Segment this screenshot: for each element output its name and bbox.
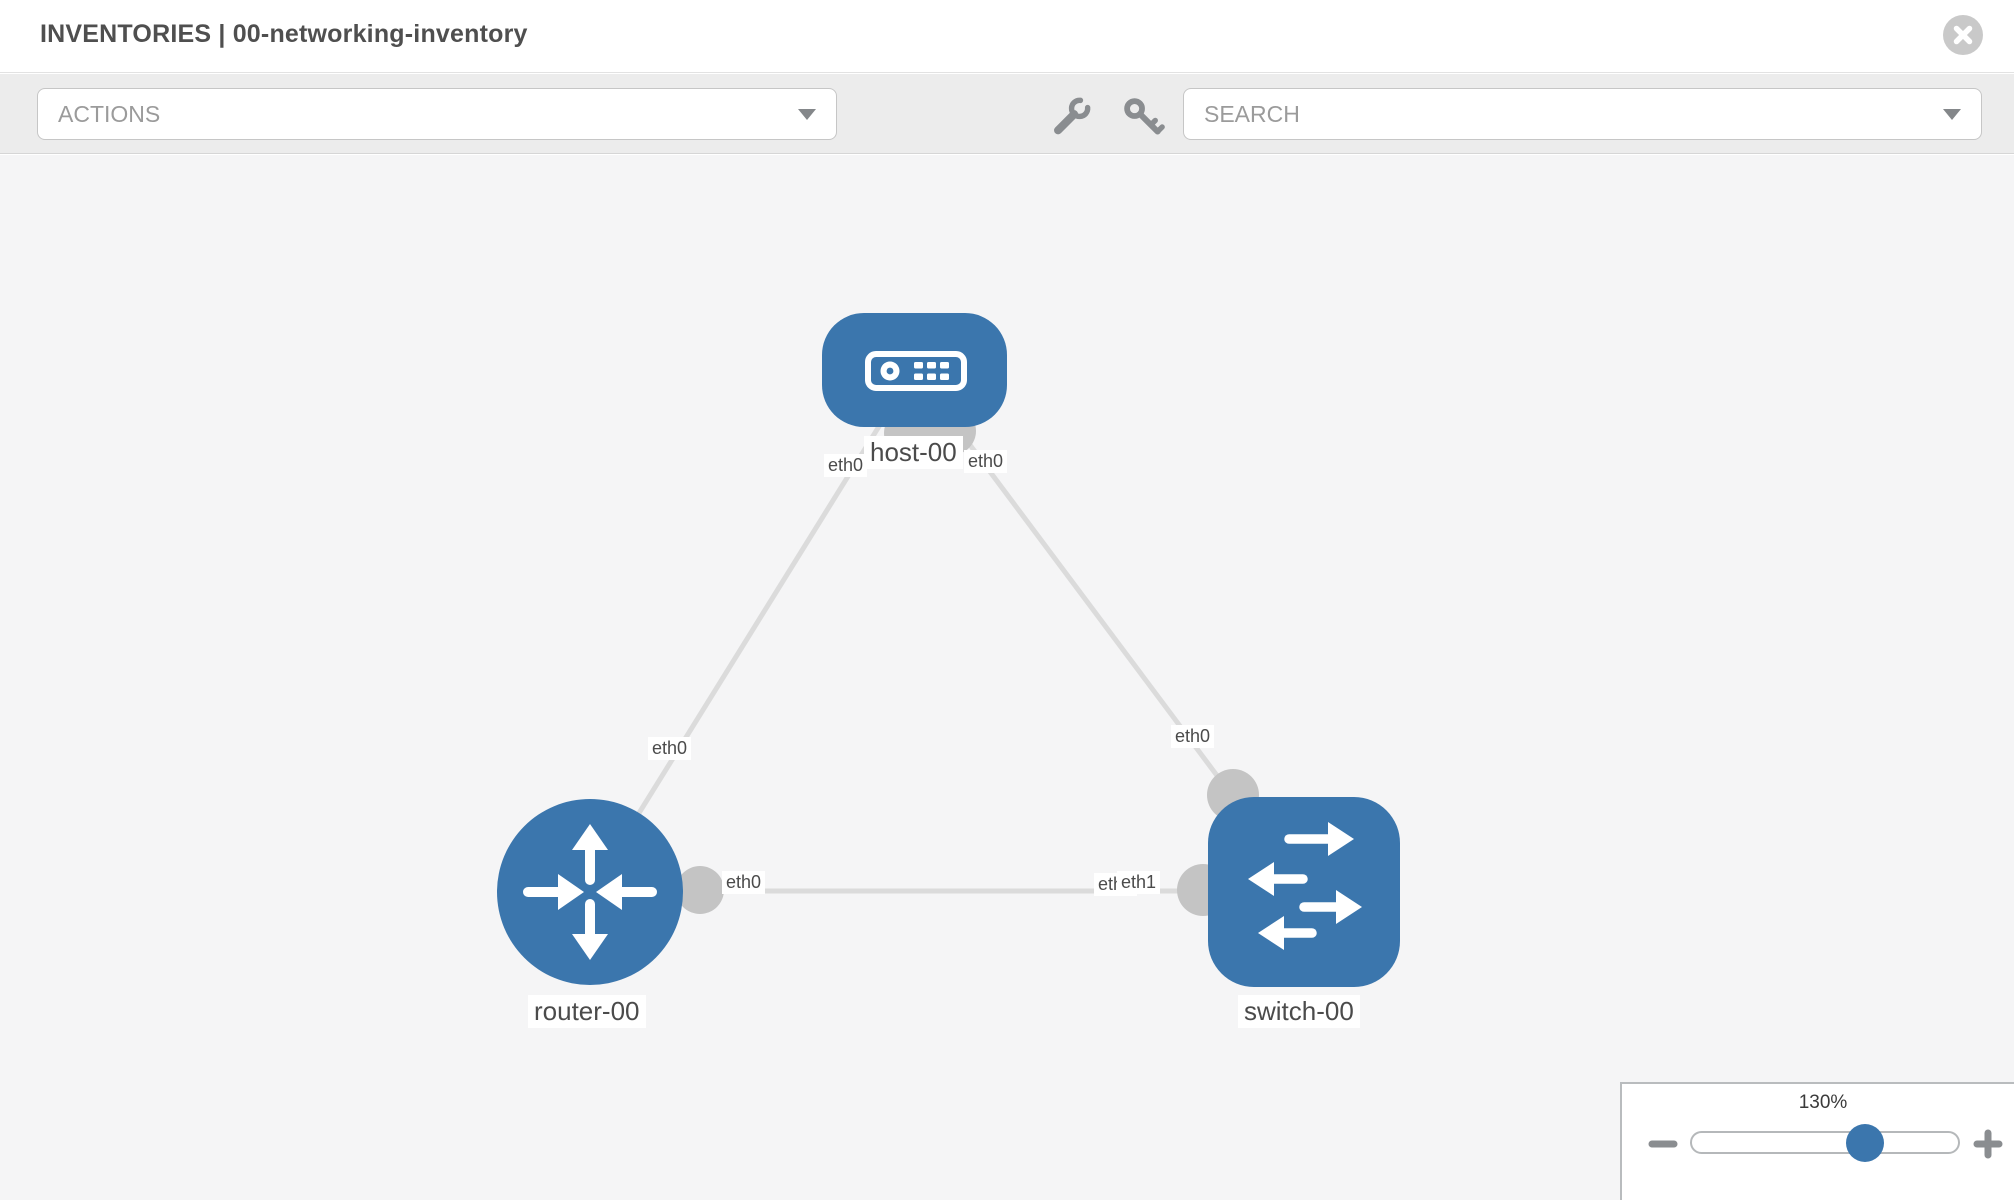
port-label: eth0: [1171, 725, 1215, 748]
minus-icon: [1648, 1140, 1678, 1148]
node-host-00[interactable]: [822, 313, 1007, 427]
key-icon: [1124, 98, 1165, 135]
zoom-panel: 130%: [1620, 1082, 2014, 1200]
node-switch-00[interactable]: [1208, 797, 1400, 987]
close-button[interactable]: [1943, 15, 1983, 55]
switch-icon: [1248, 822, 1362, 950]
port-label: eth0: [964, 450, 1008, 473]
configure-button[interactable]: [1050, 96, 1092, 143]
search-dropdown[interactable]: SEARCH: [1183, 88, 1982, 140]
node-label-router: router-00: [528, 995, 646, 1028]
topology-canvas[interactable]: eth0 eth0 eth0 eth0 eth0 eth0 eth1 host-…: [0, 155, 2014, 1200]
wrench-icon: [1054, 97, 1091, 135]
node-router-00[interactable]: [497, 799, 683, 985]
search-placeholder: SEARCH: [1204, 100, 1300, 127]
header: INVENTORIES | 00-networking-inventory: [0, 0, 2014, 73]
port-label: eth0: [648, 737, 692, 760]
host-icon: [865, 351, 967, 391]
credentials-button[interactable]: [1120, 94, 1166, 145]
zoom-level-value: 130%: [1798, 1092, 1848, 1113]
topology-graph: [497, 313, 1400, 987]
router-icon: [523, 824, 657, 960]
zoom-slider-track[interactable]: [1690, 1131, 1960, 1154]
chevron-down-icon: [1943, 108, 1961, 120]
node-label-host: host-00: [864, 436, 963, 469]
toolbar: ACTIONS SEARCH: [0, 74, 2014, 154]
plus-icon: [1973, 1129, 2003, 1159]
close-icon: [1953, 25, 1973, 45]
page-title: INVENTORIES | 00-networking-inventory: [40, 20, 528, 48]
node-label-switch: switch-00: [1238, 995, 1360, 1028]
actions-dropdown-label: ACTIONS: [58, 100, 161, 127]
port-label: eth0: [722, 871, 766, 894]
zoom-out-button[interactable]: [1646, 1130, 1680, 1169]
chevron-down-icon: [798, 108, 816, 120]
actions-dropdown[interactable]: ACTIONS: [37, 88, 837, 140]
zoom-in-button[interactable]: [1968, 1124, 2008, 1169]
zoom-slider-knob[interactable]: [1846, 1124, 1884, 1162]
endpoint-router-eth0[interactable]: [676, 866, 724, 914]
port-label: eth0: [824, 454, 868, 477]
port-label: eth1: [1117, 871, 1161, 894]
